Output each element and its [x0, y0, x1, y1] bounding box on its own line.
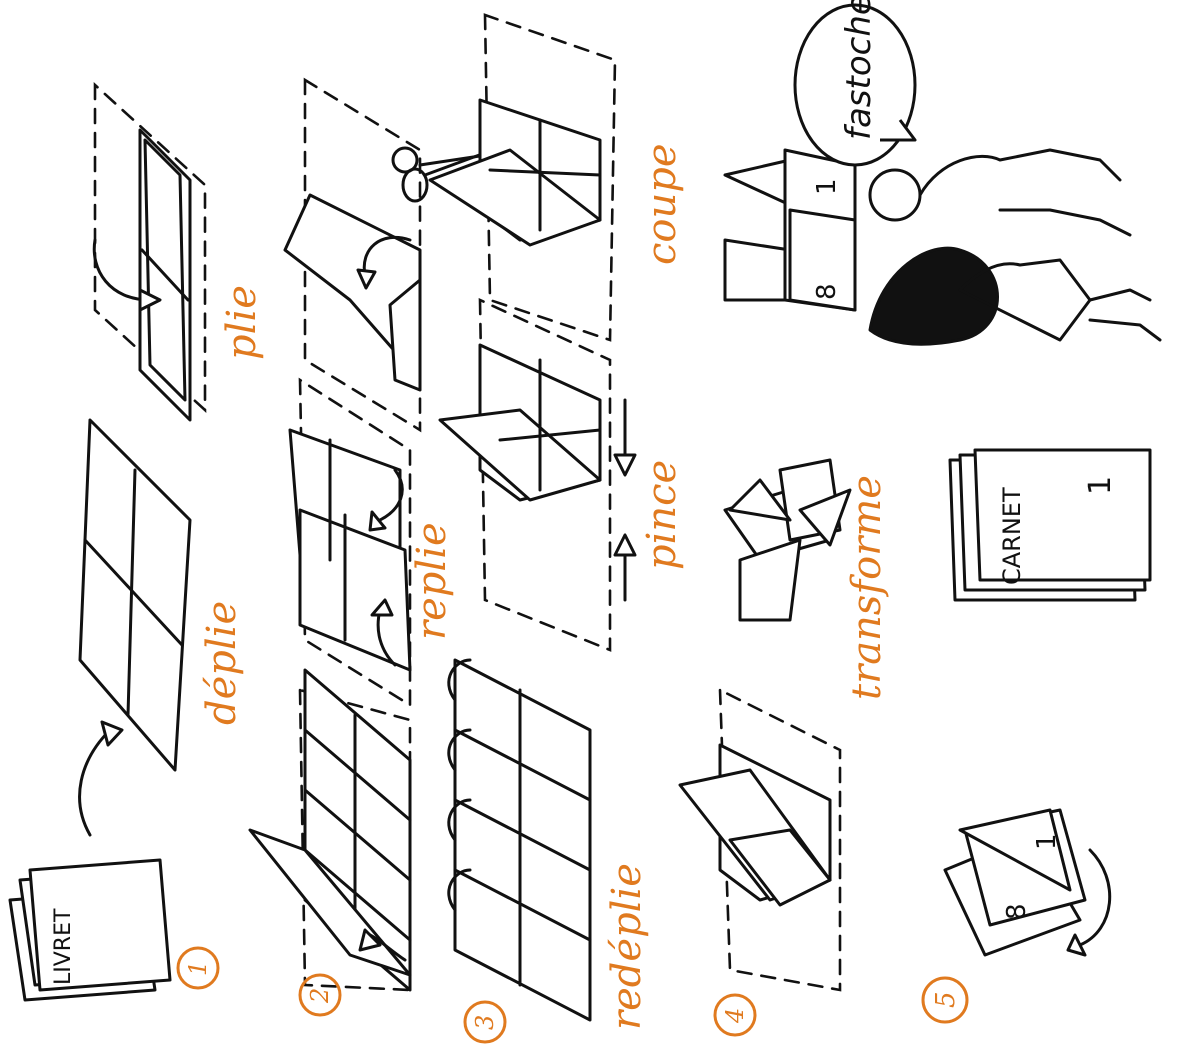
label-redeplie: redéplie	[604, 863, 650, 1030]
svg-text:3: 3	[471, 1015, 499, 1030]
step-5-diagram: 8 1 CARNET 1	[943, 448, 1152, 957]
livret-booklet: LIVRET	[8, 858, 172, 1002]
step-number-5: 5	[921, 976, 969, 1024]
label-plie: plie	[219, 285, 265, 360]
step-2-diagram	[248, 77, 422, 992]
step-4-diagram: 1 8	[678, 148, 857, 992]
page-one-label-a: 1	[812, 178, 842, 195]
page-eight-label-b: 8	[1002, 903, 1032, 920]
step-number-2: 2	[298, 973, 342, 1017]
svg-text:2: 2	[306, 988, 334, 1004]
page-eight-label-a: 8	[812, 283, 842, 300]
step-number-1: 1	[176, 946, 220, 990]
curved-arrow	[78, 728, 112, 837]
svg-text:1: 1	[184, 961, 212, 976]
carnet-page-one: 1	[1083, 476, 1118, 495]
step-number-3: 3	[463, 1000, 507, 1044]
label-transforme: transforme	[844, 475, 890, 700]
fastoche-text: fastoche	[839, 0, 879, 140]
page-one-label-b: 1	[1032, 833, 1062, 850]
speech-bubble: fastoche	[793, 0, 917, 167]
folded-sheet	[92, 82, 207, 422]
label-pince: pince	[639, 460, 685, 570]
svg-text:5: 5	[931, 991, 961, 1008]
unfolded-sheet	[78, 418, 192, 772]
step-number-4: 4	[713, 993, 757, 1037]
label-deplie: déplie	[199, 601, 245, 725]
svg-text:4: 4	[721, 1008, 749, 1024]
children-illustration	[868, 148, 1162, 346]
label-coupe: coupe	[639, 143, 685, 265]
step-3-diagram	[428, 13, 637, 1022]
arrow-head	[100, 720, 124, 747]
label-replie: replie	[409, 522, 455, 640]
carnet-label: CARNET	[998, 487, 1026, 585]
livret-label: LIVRET	[51, 908, 76, 985]
